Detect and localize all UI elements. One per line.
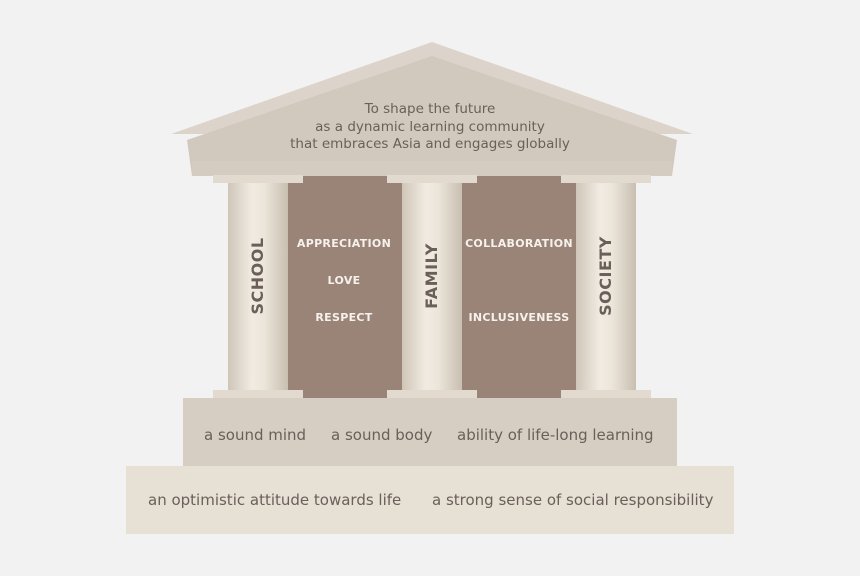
upper-step-item: ability of life-long learning: [457, 426, 654, 444]
column-cap-school: [213, 175, 303, 183]
lower-step-item: a strong sense of social responsibility: [432, 491, 714, 509]
value-appreciation: APPRECIATION: [296, 237, 392, 250]
column-society: [576, 183, 636, 390]
value-inclusiveness: INCLUSIVENESS: [468, 311, 570, 324]
roof-inner: [187, 56, 677, 176]
column-family: [402, 183, 462, 390]
column-base-family: [387, 390, 477, 398]
pillar-label-family: FAMILY: [422, 243, 441, 309]
column-base-school: [213, 390, 303, 398]
value-love: LOVE: [327, 274, 361, 287]
lower-step: [126, 466, 734, 534]
lower-step-item: an optimistic attitude towards life: [148, 491, 402, 509]
column-cap-society: [561, 175, 651, 183]
value-collaboration: COLLABORATION: [465, 237, 573, 250]
pillar-label-school: SCHOOL: [248, 237, 267, 315]
upper-step-item: a sound body: [331, 426, 433, 444]
vision-line: that embraces Asia and engages globally: [290, 136, 570, 152]
upper-step: [183, 398, 677, 466]
vision-line: To shape the future: [364, 101, 496, 117]
vision-line: as a dynamic learning community: [315, 118, 545, 135]
pillar-label-society: SOCIETY: [596, 236, 615, 316]
upper-step-item: a sound mind: [204, 426, 307, 444]
values-panel-right: [462, 176, 578, 398]
column-cap-family: [387, 175, 477, 183]
vision-statement: To shape the future as a dynamic learnin…: [230, 101, 630, 154]
column-base-society: [561, 390, 651, 398]
roof-base: [192, 161, 672, 176]
column-school: [228, 183, 288, 390]
values-panel-left: [288, 176, 404, 398]
value-respect: RESPECT: [315, 311, 373, 324]
